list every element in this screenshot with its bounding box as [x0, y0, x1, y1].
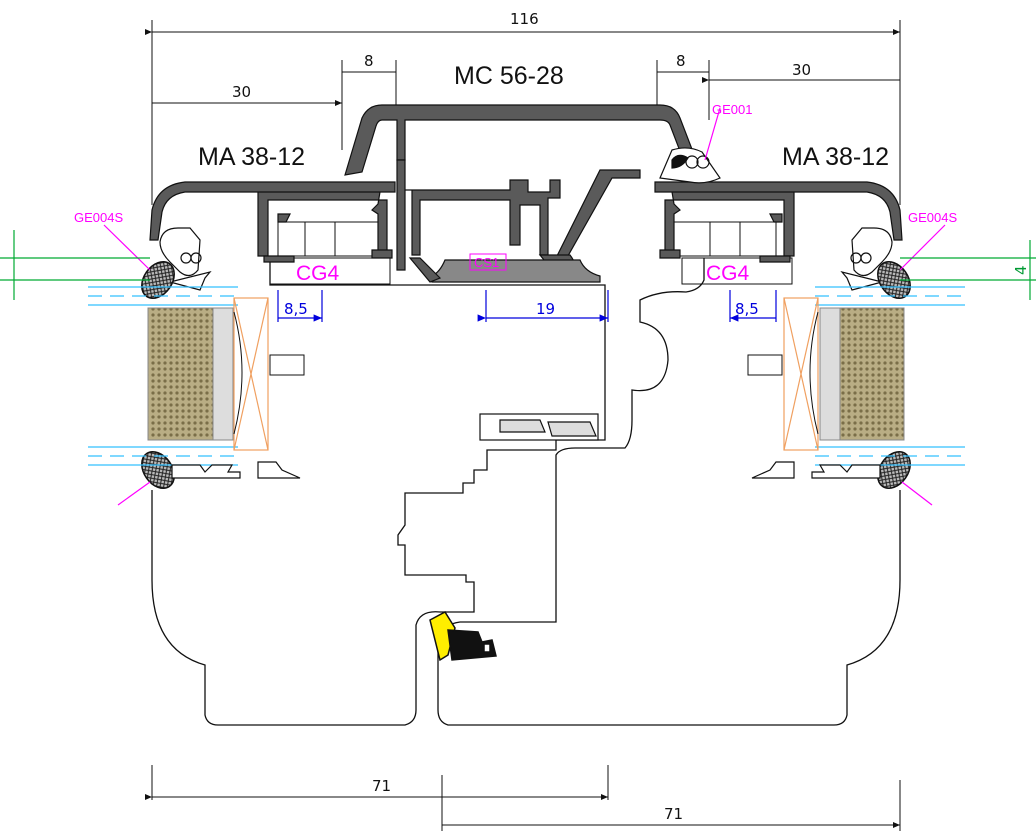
dim-left-clearance: 8,5: [284, 300, 308, 318]
dim-glazing-height: 4: [1012, 265, 1030, 275]
dimension-lines-top: [145, 20, 901, 205]
dim-left-bottom: 71: [372, 777, 391, 795]
tag-cg4-right: CG4: [706, 262, 750, 285]
tag-ge001: GE001: [712, 102, 752, 117]
spacer-blocks: [233, 297, 819, 451]
right-sash-profile: [654, 181, 903, 263]
dim-right-offset: 30: [792, 61, 811, 79]
spacer-curves: [233, 311, 819, 435]
dim-left-gap: 8: [364, 52, 374, 70]
cs1-box: [469, 253, 507, 271]
seal-blobs: [141, 261, 911, 489]
dimension-lines-bottom: [145, 765, 901, 831]
dim-center-clearance: 19: [536, 300, 555, 318]
tag-ge004s-right: GE004S: [908, 210, 957, 225]
dim-overall-width: 116: [510, 10, 539, 28]
center-lower-clip: [479, 413, 599, 441]
bottom-weather-seal: [429, 611, 497, 662]
tag-cs1: CS1: [474, 255, 499, 270]
lower-glazing-beads: [171, 461, 881, 479]
label-center-profile: MC 56-28: [454, 62, 564, 90]
clip-ge001: [659, 147, 721, 184]
dim-right-clearance: 8,5: [735, 300, 759, 318]
tag-ge004s-left: GE004S: [74, 210, 123, 225]
label-left-profile: MA 38-12: [198, 143, 305, 171]
left-glazing-gasket: [159, 227, 212, 291]
sash-outline: [151, 258, 901, 726]
sash-inner-frames: [269, 221, 793, 285]
dim-right-bottom: 71: [664, 805, 683, 823]
green-dimensions: [0, 230, 1036, 300]
left-sash-profile: [149, 181, 396, 263]
blue-dimensions: [277, 290, 777, 322]
tag-cg4-left: CG4: [296, 262, 340, 285]
label-right-profile: MA 38-12: [782, 143, 889, 171]
right-glazing-gasket: [840, 227, 893, 291]
annotation-leaders: [103, 107, 946, 506]
insulation-blocks: [147, 307, 905, 441]
dim-right-gap: 8: [676, 52, 686, 70]
dim-left-offset: 30: [232, 83, 251, 101]
glass-panes: [88, 286, 965, 466]
center-mullion-profile: [344, 104, 701, 283]
